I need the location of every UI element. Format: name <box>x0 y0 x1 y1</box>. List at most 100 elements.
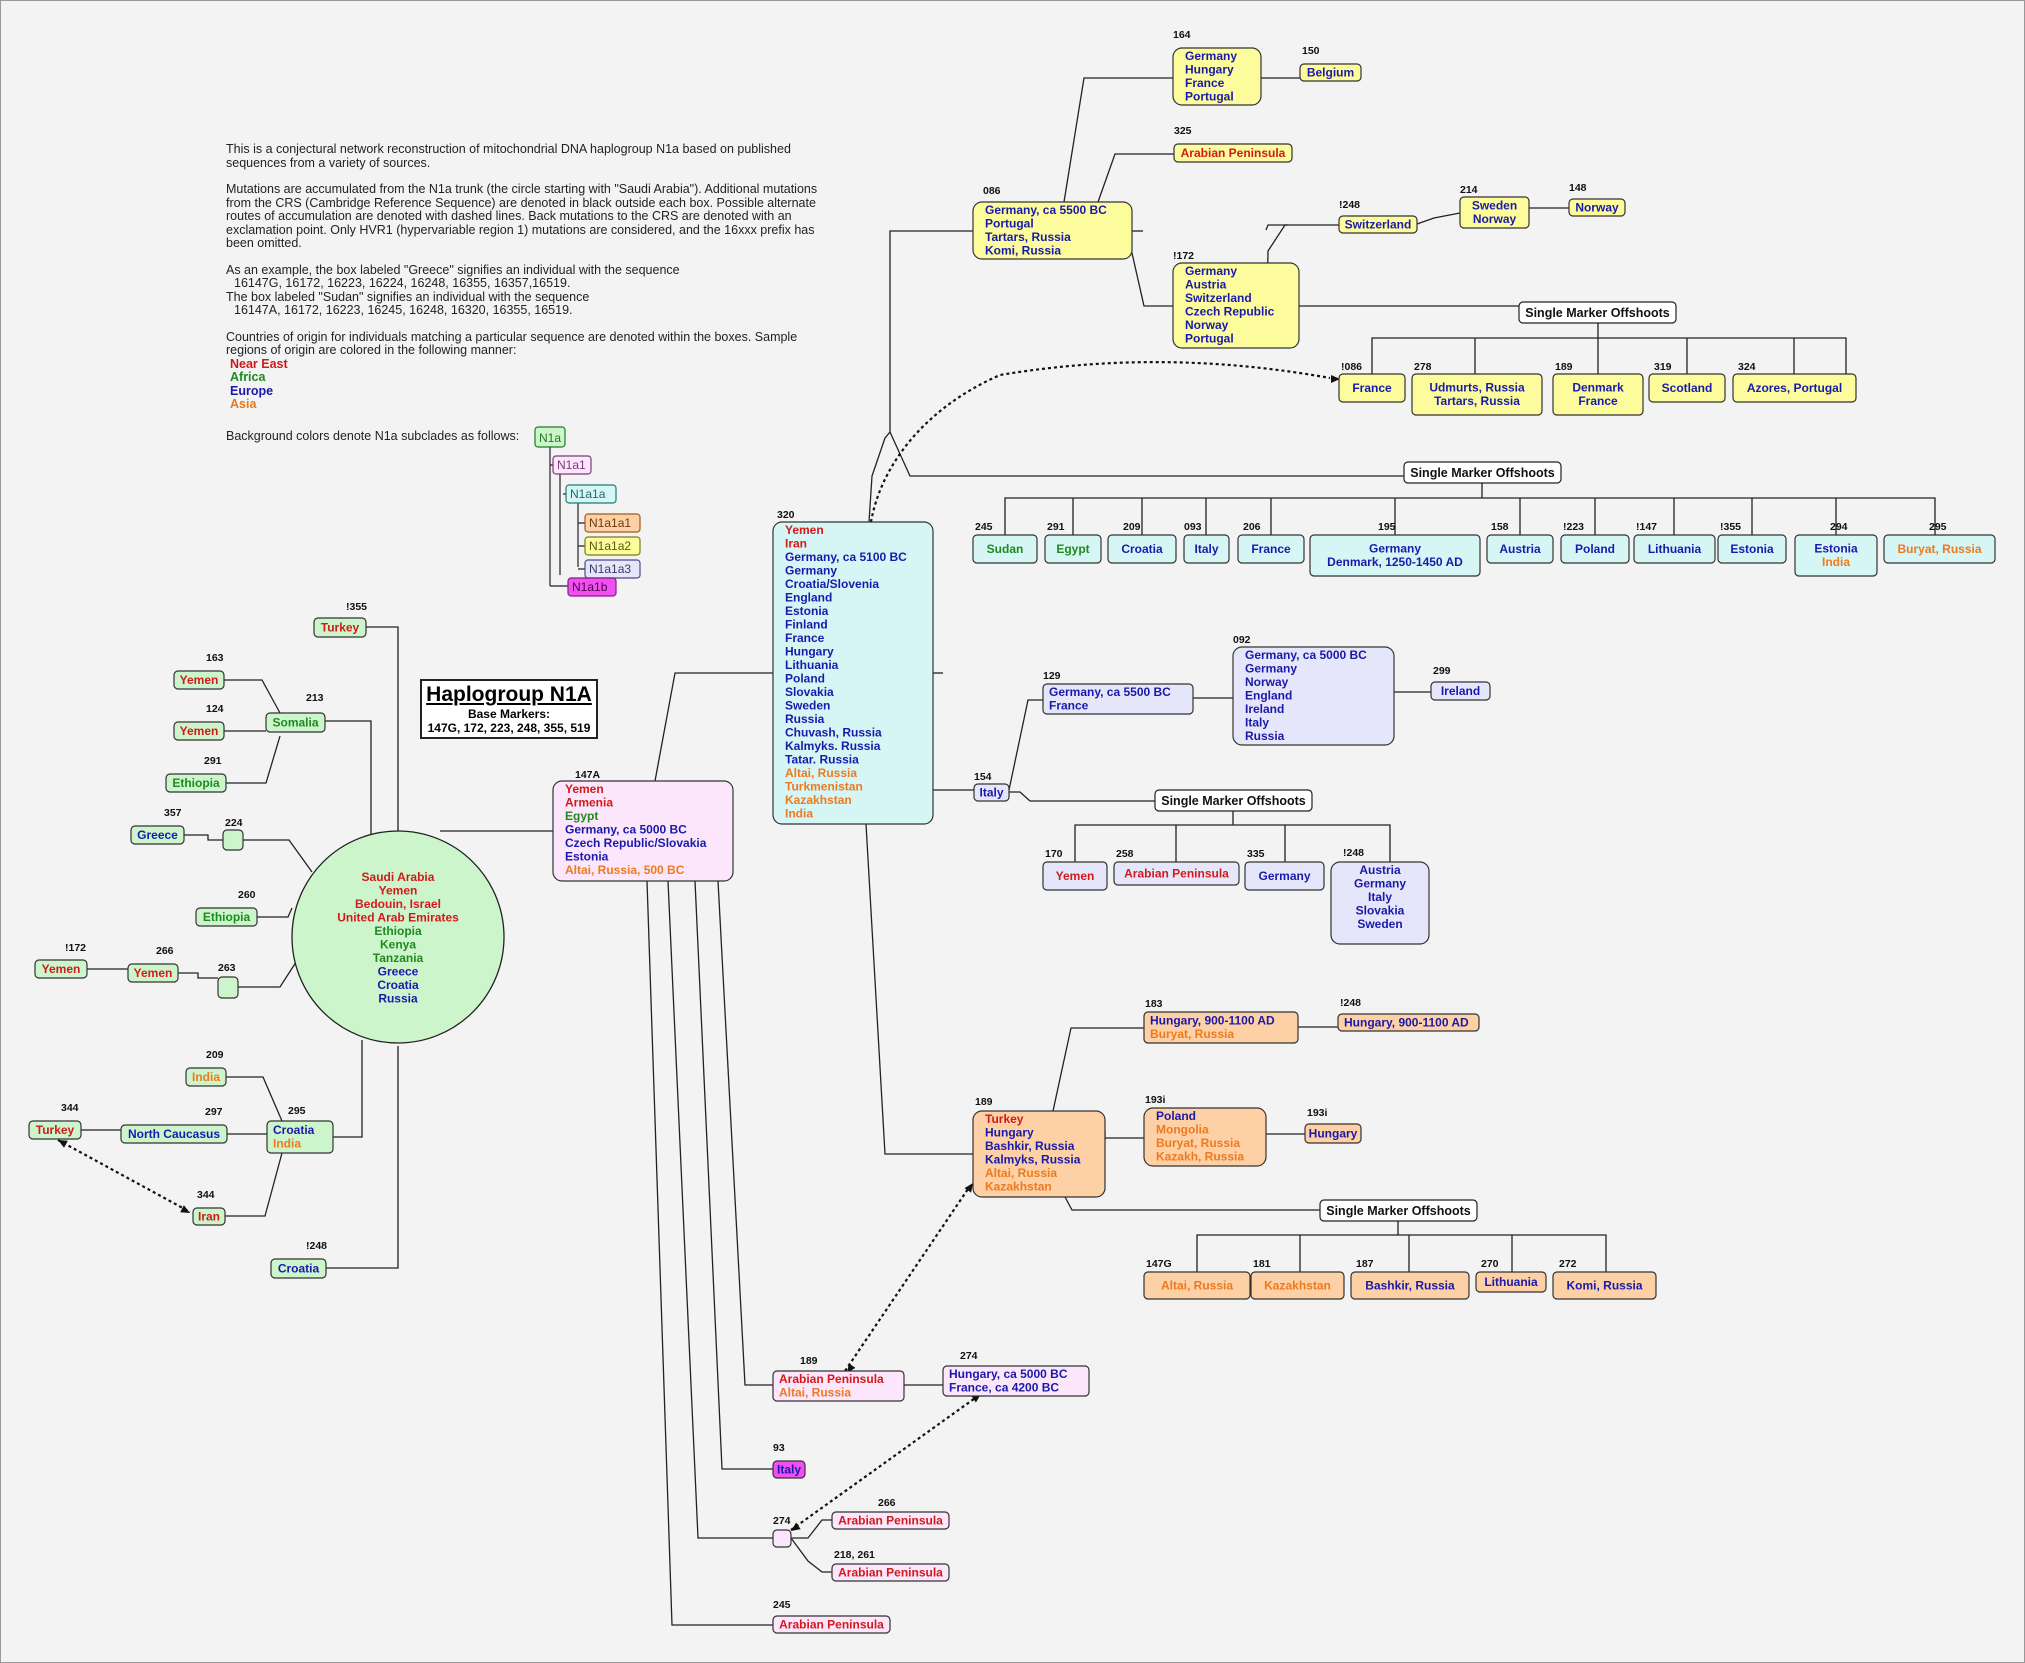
node-box <box>772 1460 806 1479</box>
node-region-label: Croatia/Slovenia <box>785 577 879 591</box>
node-box <box>1107 534 1177 564</box>
trunk-region-label: Yemen <box>379 884 418 898</box>
mutation-label: 260 <box>238 889 256 901</box>
connector-line <box>1097 153 1174 203</box>
node-region-label: Altai, Russia <box>779 1386 851 1400</box>
node-region-label: India <box>273 1137 301 1151</box>
node-region-label: Armenia <box>565 796 613 810</box>
node-region-label: Arabian Peninsula <box>779 1617 884 1631</box>
node-region-label: Norway <box>1473 212 1517 226</box>
node-region-label: Kazakh, Russia <box>1156 1150 1244 1164</box>
node-box <box>1794 534 1878 577</box>
node-region-label: Kalmyks, Russia <box>985 1153 1081 1167</box>
mutation-label: 214 <box>1460 184 1478 196</box>
mutation-label: 147A <box>575 769 601 781</box>
mutation-label: 297 <box>205 1106 223 1118</box>
node-box <box>831 1511 950 1530</box>
node-region-label: Italy <box>1368 890 1392 904</box>
node-box <box>1552 1271 1657 1300</box>
node-region-label: Yemen <box>1056 869 1095 883</box>
node-lithuania147: Lithuania!147 <box>1633 521 1716 564</box>
mutation-label: 266 <box>156 945 174 957</box>
node-poland223: Poland!223 <box>1560 521 1630 564</box>
node-box <box>173 721 225 741</box>
alternate-route-line <box>869 361 1331 523</box>
node-box <box>972 1110 1106 1198</box>
node-box <box>1648 373 1726 403</box>
node-box <box>1143 1011 1299 1044</box>
node-box <box>1552 373 1644 416</box>
connector-line <box>1063 77 1173 203</box>
connector-line <box>238 955 301 988</box>
node-region-label: Tartars, Russia <box>1434 394 1520 408</box>
node-region-label: Buryat, Russia <box>1897 542 1981 556</box>
node-region-label: Hungary <box>985 1126 1034 1140</box>
arrowhead-icon <box>1331 375 1340 383</box>
mutation-label: 325 <box>1174 125 1192 137</box>
connector-line <box>226 1076 283 1122</box>
node-box <box>195 907 258 927</box>
node-region-label: Lithuania <box>1484 1275 1538 1289</box>
node-region-label: Sudan <box>987 542 1024 556</box>
node-region-label: Hungary <box>785 645 834 659</box>
node-region-label: Italy <box>1245 716 1269 730</box>
subclade-legend-label: N1a1b <box>572 580 608 594</box>
connector-line <box>225 1152 283 1217</box>
node-box <box>1338 215 1418 234</box>
mutation-label: 181 <box>1253 1258 1271 1270</box>
node-region-label: India <box>785 807 813 821</box>
node-region-label: Komi, Russia <box>985 244 1061 258</box>
mutation-label: !248 <box>1343 847 1364 859</box>
node-box <box>1459 196 1530 229</box>
node-box <box>313 617 367 638</box>
intro-text: This is a conjectural network reconstruc… <box>226 142 826 425</box>
node-region-label: Arabian Peninsula <box>1124 866 1229 880</box>
trunk-region-label: United Arab Emirates <box>337 911 459 925</box>
node-region-label: Iran <box>198 1209 220 1223</box>
mutation-label: 218, 261 <box>834 1549 875 1561</box>
node-region-label: Austria <box>1499 542 1541 556</box>
node-region-label: Scotland <box>1662 381 1713 395</box>
node-region-label: Estonia <box>785 604 829 618</box>
node-box <box>1143 1271 1251 1300</box>
node-buryat295: Buryat, Russia 295 <box>1883 521 1996 564</box>
mutation-label: 320 <box>777 509 795 521</box>
diagram-title-box: Haplogroup N1A Base Markers: 147G, 172, … <box>420 679 598 739</box>
node-box <box>972 201 1133 260</box>
subclade-swatch-n1a1b <box>567 577 617 597</box>
node-region-label: Italy <box>1194 542 1218 556</box>
node-region-label: Germany <box>1369 542 1421 556</box>
node-region-label: France <box>1049 699 1089 713</box>
node-region-label: Switzerland <box>1185 291 1252 305</box>
offshoot-header-box <box>1154 789 1313 812</box>
node-region-label: Slovakia <box>1356 904 1405 918</box>
node-region-label: Tartars, Russia <box>985 230 1071 244</box>
connector-line <box>243 839 313 873</box>
mutation-label: !248 <box>1340 997 1361 1009</box>
subclade-swatch-n1a1 <box>552 455 592 475</box>
node-region-label: France, ca 4200 BC <box>949 1381 1059 1395</box>
base-markers-label: Base Markers: <box>467 707 551 721</box>
node-region-label: England <box>1245 689 1292 703</box>
node-box <box>973 783 1010 802</box>
mutation-label: 189 <box>975 1096 993 1108</box>
node-region-label: Norway <box>1245 675 1289 689</box>
node-box <box>173 670 225 690</box>
node-region-label: Sweden <box>785 699 830 713</box>
offshoot-header-box <box>1319 1199 1478 1222</box>
node-region-label: Germany, ca 5500 BC <box>1049 685 1171 699</box>
mutation-label: 295 <box>1929 521 1947 533</box>
node-box <box>772 1370 905 1402</box>
connector-line <box>333 1040 363 1138</box>
mutation-label: 209 <box>1123 521 1141 533</box>
